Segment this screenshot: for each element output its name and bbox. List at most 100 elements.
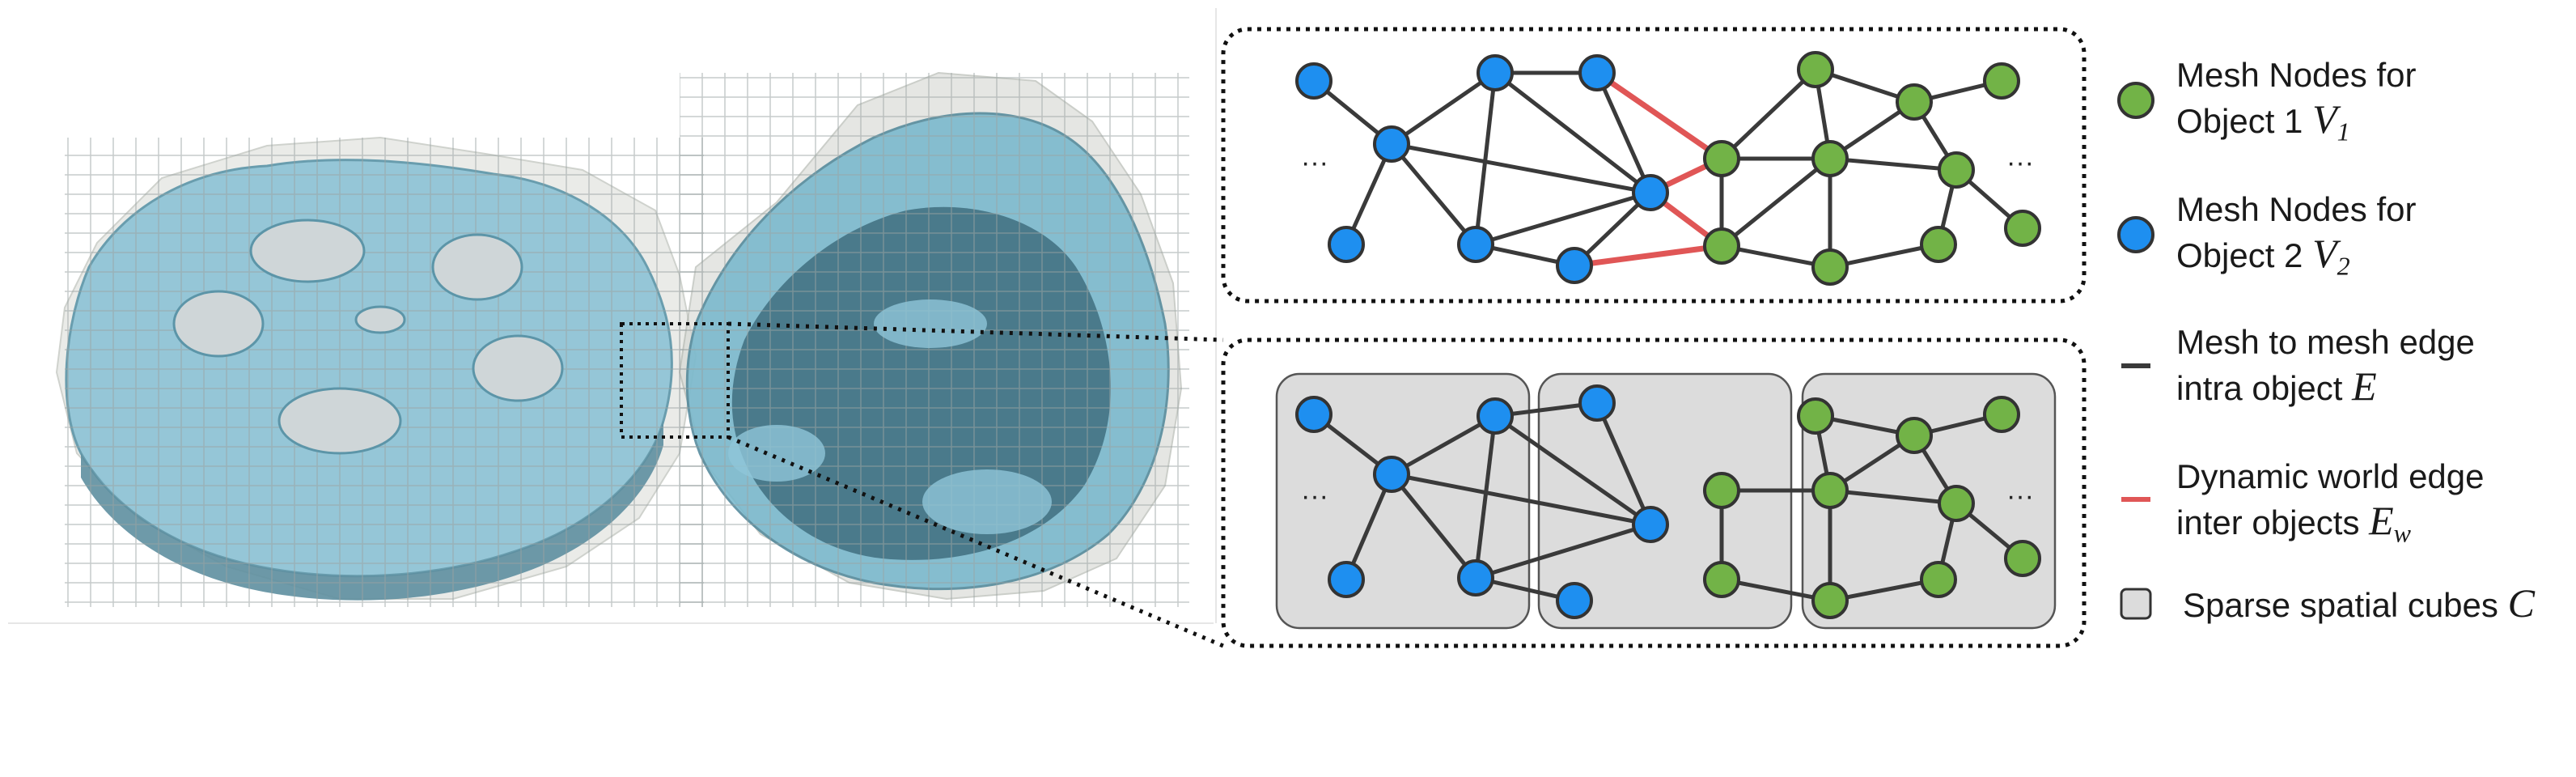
bottom-intra-edge bbox=[1829, 488, 1957, 506]
top-world-edge bbox=[1595, 70, 1723, 161]
legend-object2-node-icon bbox=[2117, 216, 2154, 253]
ellipsis-right: ··· bbox=[2006, 481, 2034, 512]
legend-intra-line2-row: intra object E bbox=[2176, 364, 2475, 410]
zoom-region-box bbox=[620, 322, 730, 439]
legend-object1-symbol: V bbox=[2312, 96, 2337, 142]
top-object1-node bbox=[1896, 83, 1933, 121]
legend-object2-line1: Mesh Nodes for bbox=[2176, 190, 2417, 228]
bottom-intra-edge bbox=[1475, 522, 1651, 580]
bottom-object1-node bbox=[1938, 485, 1975, 522]
object1-hole bbox=[472, 334, 564, 402]
top-intra-edge bbox=[1473, 72, 1498, 245]
top-object2-node bbox=[1556, 247, 1593, 284]
bottom-object2-node bbox=[1295, 396, 1332, 433]
top-intra-edge bbox=[1493, 71, 1652, 194]
top-object2-node bbox=[1328, 226, 1365, 263]
legend-object1-line1: Mesh Nodes for bbox=[2176, 56, 2417, 94]
graph-with-world-edges: ··· ··· bbox=[1221, 27, 2087, 304]
legend-object1-line2-row: Object 1 V1 bbox=[2176, 97, 2416, 153]
top-object1-node bbox=[1938, 151, 1975, 189]
top-object1-node bbox=[1797, 51, 1834, 88]
bottom-object2-node bbox=[1556, 582, 1593, 619]
top-object2-node bbox=[1632, 174, 1669, 211]
bottom-intra-edge bbox=[1390, 473, 1477, 580]
bottom-object2-node bbox=[1328, 561, 1365, 598]
top-intra-edge bbox=[1829, 156, 1957, 172]
top-object1-node bbox=[1703, 227, 1740, 265]
bottom-intra-edge bbox=[1391, 472, 1651, 527]
legend-inter-edge: Dynamic world edge inter objects Ew bbox=[2176, 455, 2485, 554]
object2-dimple bbox=[922, 469, 1052, 534]
zoom-connector-bottom bbox=[727, 435, 1224, 648]
object1-hole bbox=[278, 387, 402, 455]
legend-cubes: Sparse spatial cubes C bbox=[2183, 581, 2535, 627]
graph-with-spatial-cubes: ··· ··· bbox=[1221, 338, 2087, 648]
object1-hole bbox=[249, 219, 366, 283]
top-object2-node bbox=[1457, 226, 1494, 263]
bottom-object1-node bbox=[1797, 397, 1834, 435]
legend-object1: Mesh Nodes for Object 1 V1 bbox=[2176, 53, 2416, 153]
legend-intra-line1: Mesh to mesh edge bbox=[2176, 323, 2475, 361]
top-intra-edge bbox=[1595, 71, 1653, 194]
bottom-object1-node bbox=[1920, 561, 1957, 598]
legend-cubes-line1: Sparse spatial cubes bbox=[2183, 586, 2498, 624]
legend-intra-line2: intra object bbox=[2176, 369, 2343, 407]
bottom-object1-node bbox=[1811, 582, 1849, 619]
legend-inter-symbol: E bbox=[2369, 498, 2394, 543]
legend-symbols bbox=[2117, 82, 2154, 620]
ellipsis-left: ··· bbox=[1301, 147, 1328, 178]
object1-hole bbox=[354, 305, 406, 334]
top-intra-edge bbox=[1390, 70, 1497, 146]
bottom-intra-edge bbox=[1390, 414, 1497, 477]
top-object2-node bbox=[1295, 62, 1332, 100]
legend-cube-icon bbox=[2120, 588, 2152, 620]
top-object1-node bbox=[1920, 226, 1957, 263]
bottom-object1-node bbox=[1703, 561, 1740, 598]
bottom-object2-node bbox=[1578, 384, 1616, 422]
top-intra-edge bbox=[1720, 157, 1832, 248]
legend-object1-sub: 1 bbox=[2337, 117, 2350, 146]
graph-top-nodes bbox=[1295, 51, 2041, 286]
bottom-object2-node bbox=[1373, 456, 1410, 493]
top-intra-edge bbox=[1390, 142, 1477, 246]
top-object1-node bbox=[1811, 140, 1849, 177]
object1-hole bbox=[172, 290, 265, 358]
legend-inter-sub: w bbox=[2393, 518, 2412, 548]
legend-object2-sub: 2 bbox=[2337, 251, 2350, 281]
legend-inter-line2-row: inter objects Ew bbox=[2176, 499, 2485, 554]
bottom-intra-edge bbox=[1344, 473, 1394, 580]
bottom-object1-node bbox=[2004, 540, 2041, 577]
top-intra-edge bbox=[1720, 68, 1817, 160]
top-object2-node bbox=[1578, 54, 1616, 91]
top-intra-edge bbox=[1475, 190, 1651, 247]
ellipsis-left: ··· bbox=[1301, 481, 1328, 512]
bottom-intra-edge bbox=[1473, 415, 1498, 579]
legend-object2: Mesh Nodes for Object 2 V2 bbox=[2176, 188, 2416, 287]
bottom-object2-node bbox=[1477, 397, 1514, 435]
bottom-object1-node bbox=[1811, 472, 1849, 509]
graph-top-frame bbox=[1221, 27, 2087, 304]
object1-hole bbox=[431, 233, 523, 301]
top-object1-node bbox=[1983, 62, 2020, 100]
legend-object2-line2-row: Object 2 V2 bbox=[2176, 231, 2416, 287]
legend-inter-line1: Dynamic world edge bbox=[2176, 457, 2485, 495]
bottom-intra-edge bbox=[1595, 401, 1653, 526]
top-object2-node bbox=[1477, 54, 1514, 91]
bottom-intra-edge bbox=[1493, 414, 1652, 527]
object2-dimple bbox=[874, 299, 987, 348]
top-object1-node bbox=[1703, 140, 1740, 177]
bottom-object1-node bbox=[1983, 396, 2020, 433]
bottom-object2-node bbox=[1632, 506, 1669, 543]
top-intra-edge bbox=[1391, 142, 1651, 195]
legend-intra-symbol: E bbox=[2352, 363, 2377, 409]
mesh-illustration bbox=[8, 8, 1224, 648]
top-object2-node bbox=[1373, 125, 1410, 163]
top-world-edge bbox=[1574, 243, 1722, 269]
top-object1-node bbox=[1811, 248, 1849, 286]
ellipsis-right: ··· bbox=[2006, 147, 2034, 178]
bottom-object1-node bbox=[1703, 472, 1740, 509]
legend-intra-edge: Mesh to mesh edge intra object E bbox=[2176, 321, 2475, 410]
bottom-object2-node bbox=[1457, 559, 1494, 597]
graph-bottom-nodes bbox=[1295, 384, 2041, 619]
